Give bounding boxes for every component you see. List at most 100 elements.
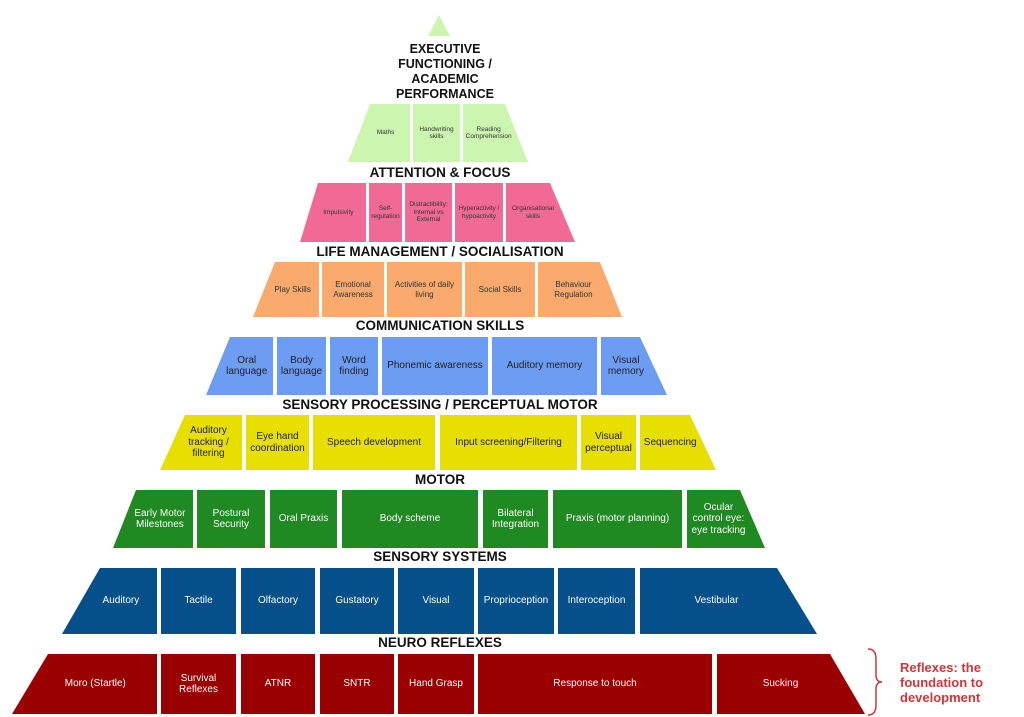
sensory-systems-cell: Interoception	[558, 568, 635, 634]
communication-cell: Body language	[277, 337, 326, 395]
cell-label: Distractibility: Internal vs External	[409, 201, 448, 224]
sensory-systems-cell: Gustatory	[320, 568, 394, 634]
life-management-cell: Play Skills	[253, 262, 319, 317]
cell-label: Response to touch	[553, 678, 637, 690]
cell-label: Speech development	[327, 436, 421, 448]
sensory-systems-cell: Visual	[398, 568, 474, 634]
cell-label: Oral Praxis	[278, 513, 329, 525]
neuro-reflexes-cell: SNTR	[320, 654, 394, 714]
cell-label: Emotional Awareness	[333, 280, 373, 299]
motor-cell: Praxis (motor planning)	[553, 490, 682, 548]
cell-label: Sucking	[762, 678, 799, 690]
cell-label: Olfactory	[257, 595, 298, 607]
sensory-processing-cell: Visual perceptual	[581, 415, 636, 470]
level-heading-executive: EXECUTIVE FUNCTIONING / ACADEMIC PERFORM…	[396, 42, 494, 101]
sensory-systems-cell: Olfactory	[241, 568, 315, 634]
cell-label: Vestibular	[694, 595, 739, 607]
cell-label: Body language	[280, 354, 323, 378]
cell-label: Tactile	[184, 595, 213, 607]
cell-label: Handwriting skills	[419, 125, 454, 140]
life-management-cell: Emotional Awareness	[322, 262, 384, 317]
cell-label: Sequencing	[643, 436, 697, 448]
cell-label: Input screening/Filtering	[455, 436, 562, 448]
cell-label: Eye hand coordination	[250, 431, 305, 454]
cell-label: Gustatory	[335, 595, 379, 607]
cell-label: Early Motor Milestones	[134, 507, 186, 531]
executive-cell: Handwriting skills	[413, 104, 460, 162]
communication-cell: Visual memory	[601, 337, 667, 395]
cell-label: Hand Grasp	[409, 678, 463, 690]
neuro-reflexes-cell: ATNR	[241, 654, 315, 714]
cell-label: Self-regulation	[371, 205, 400, 220]
sensory-processing-cell: Auditory tracking / filtering	[160, 415, 242, 470]
level-heading-sensory-processing: SENSORY PROCESSING / PERCEPTUAL MOTOR	[282, 397, 598, 412]
cell-label: Phonemic awareness	[387, 360, 483, 372]
neuro-reflexes-cell: Response to touch	[478, 654, 712, 714]
level-heading-neuro-reflexes: NEURO REFLEXES	[378, 635, 502, 650]
reflexes-note: Reflexes: the foundation to development	[900, 660, 984, 705]
pyramid-apex	[428, 15, 450, 36]
cell-label: Ocular control eye: eye tracking	[691, 501, 746, 536]
attention-cell: Impulsivity	[300, 183, 366, 242]
neuro-reflexes-cell: Survival Reflexes	[161, 654, 236, 714]
motor-cell: Oral Praxis	[270, 490, 337, 548]
cell-label: Body scheme	[379, 513, 441, 525]
attention-cell: Hyperactivity / hypoactivity	[455, 183, 503, 242]
motor-cell: Early Motor Milestones	[113, 490, 193, 548]
brace-icon	[867, 648, 883, 716]
cell-label: ATNR	[264, 678, 292, 690]
executive-cell: Maths	[348, 104, 410, 162]
communication-cell: Auditory memory	[492, 337, 597, 395]
cell-label: Maths	[376, 129, 395, 137]
motor-cell: Postural Security	[197, 490, 265, 548]
sensory-systems-cell: Vestibular	[640, 568, 817, 634]
cell-label: Reading Comprehension	[465, 125, 512, 140]
cell-label: Auditory tracking / filtering	[188, 425, 229, 460]
sensory-processing-cell: Sequencing	[640, 415, 716, 470]
motor-cell: Bilateral Integration	[483, 490, 548, 548]
attention-cell: Self-regulation	[369, 183, 402, 242]
cell-label: SNTR	[343, 678, 371, 690]
motor-cell: Ocular control eye: eye tracking	[687, 490, 765, 548]
cell-label: Proprioception	[483, 595, 549, 607]
communication-cell: Oral language	[206, 337, 273, 395]
communication-cell: Phonemic awareness	[382, 337, 488, 395]
executive-cell: Reading Comprehension	[463, 104, 528, 162]
cell-label: Moro (Startle)	[64, 678, 126, 690]
neuro-reflexes-cell: Moro (Startle)	[12, 654, 157, 714]
cell-label: Organisational skills	[512, 205, 554, 220]
cell-label: Survival Reflexes	[179, 672, 218, 696]
cell-label: Oral language	[226, 354, 268, 378]
cell-label: Hyperactivity / hypoactivity	[458, 205, 500, 220]
life-management-cell: Behaviour Regulation	[538, 262, 622, 317]
cell-label: Interoception	[567, 595, 626, 607]
cell-label: Auditory	[102, 595, 140, 607]
level-heading-motor: MOTOR	[415, 472, 465, 487]
sensory-systems-cell: Proprioception	[478, 568, 554, 634]
level-heading-life-management: LIFE MANAGEMENT / SOCIALISATION	[316, 244, 564, 259]
cell-label: Auditory memory	[506, 360, 583, 372]
cell-label: Play Skills	[274, 284, 311, 294]
cell-label: Visual memory	[607, 354, 644, 378]
cell-label: Word finding	[339, 354, 369, 378]
cell-label: Impulsivity	[323, 208, 354, 216]
attention-cell: Distractibility: Internal vs External	[405, 183, 452, 242]
cell-label: Bilateral Integration	[491, 507, 540, 531]
neuro-reflexes-cell: Hand Grasp	[398, 654, 474, 714]
cell-label: Behaviour Regulation	[554, 280, 593, 299]
life-management-cell: Activities of daily living	[387, 262, 462, 317]
motor-cell: Body scheme	[342, 490, 478, 548]
cell-label: Social Skills	[478, 284, 522, 294]
life-management-cell: Social Skills	[465, 262, 535, 317]
level-heading-attention: ATTENTION & FOCUS	[369, 165, 511, 180]
cell-label: Visual perceptual	[585, 431, 632, 454]
attention-cell: Organisational skills	[506, 183, 575, 242]
sensory-systems-cell: Tactile	[161, 568, 236, 634]
sensory-processing-cell: Input screening/Filtering	[440, 415, 577, 470]
neuro-reflexes-cell: Sucking	[717, 654, 865, 714]
level-heading-communication: COMMUNICATION SKILLS	[355, 318, 525, 333]
cell-label: Visual	[422, 595, 450, 607]
sensory-processing-cell: Eye hand coordination	[246, 415, 309, 470]
level-heading-sensory-systems: SENSORY SYSTEMS	[373, 549, 507, 564]
cell-label: Postural Security	[212, 507, 250, 531]
